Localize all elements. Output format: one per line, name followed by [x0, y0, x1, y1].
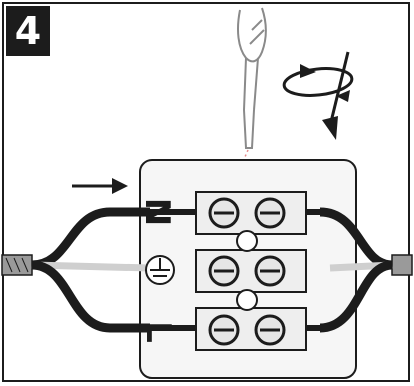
terminal-screws	[208, 197, 286, 346]
terminal-label-neutral: N	[137, 198, 177, 226]
wire-ends	[150, 209, 320, 331]
screwdriver-icon	[237, 7, 267, 149]
rotation-arrow-icon	[282, 51, 354, 140]
figure-frame	[2, 2, 410, 382]
step-number-badge: 4	[6, 6, 50, 56]
terminal-label-line: L	[138, 321, 178, 343]
insert-arrow-icon	[72, 178, 128, 194]
input-cable	[1, 207, 151, 333]
output-cable	[319, 207, 413, 333]
earth-symbol-icon	[145, 255, 175, 285]
